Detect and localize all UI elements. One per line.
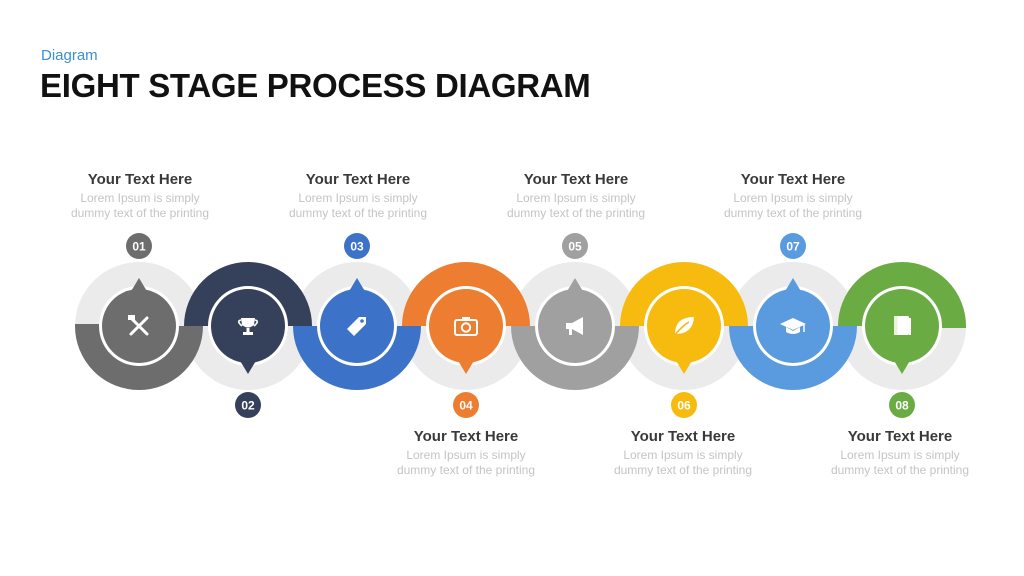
- stage-7-pointer: [784, 278, 802, 293]
- stage-4-badge: [453, 392, 479, 418]
- megaphone-icon: [566, 317, 583, 335]
- stage-1-badge: [126, 233, 152, 259]
- stage-8-badge: [889, 392, 915, 418]
- stage-3: 03: [318, 233, 396, 365]
- stage-1-number: 01: [132, 240, 146, 254]
- stage-4: 04: [427, 287, 505, 418]
- stage-4-text-line2: dummy text of the printing: [396, 463, 536, 477]
- book-icon: [894, 316, 911, 335]
- stage-2-badge: [235, 392, 261, 418]
- stage-1-heading: Your Text Here: [87, 171, 193, 188]
- stage-3-pointer: [348, 278, 366, 293]
- stage-4-heading: Your Text Here: [413, 428, 519, 445]
- stage-7-badge: [780, 233, 806, 259]
- stage-8-label: Your Text Here Lorem Ipsum is simply dum…: [810, 428, 990, 478]
- stage-8-heading: Your Text Here: [847, 428, 953, 445]
- stage-8-pointer: [893, 359, 911, 374]
- stage-3-text-line1: Lorem Ipsum is simply: [298, 191, 418, 205]
- trophy-icon: [237, 318, 259, 335]
- stage-8-arc: [838, 262, 966, 328]
- stage-6-number: 06: [677, 399, 691, 413]
- camera-icon: [454, 317, 478, 336]
- stage-7-label: Your Text Here Lorem Ipsum is simply dum…: [703, 171, 883, 221]
- stage-3-heading: Your Text Here: [305, 171, 411, 188]
- stage-1: 01: [100, 233, 178, 365]
- stage-8-number: 08: [895, 399, 909, 413]
- stage-6: 06: [645, 287, 723, 418]
- stage-5: 05: [536, 233, 614, 365]
- stage-4-pointer: [457, 359, 475, 374]
- stage-2: 02: [209, 287, 287, 418]
- stage-4-number: 04: [459, 399, 473, 413]
- stage-4-label: Your Text Here Lorem Ipsum is simply dum…: [376, 428, 556, 478]
- stage-6-badge: [671, 392, 697, 418]
- stage-8-text-line2: dummy text of the printing: [830, 463, 970, 477]
- page-title: EIGHT STAGE PROCESS DIAGRAM: [40, 67, 591, 104]
- stage-5-arc: [511, 325, 639, 390]
- stage-8-text-line1: Lorem Ipsum is simply: [840, 448, 960, 462]
- stage-6-text-line1: Lorem Ipsum is simply: [623, 448, 743, 462]
- stage-4-text-line1: Lorem Ipsum is simply: [406, 448, 526, 462]
- stage-3-arc: [293, 325, 421, 390]
- leaf-icon: [673, 317, 694, 337]
- stage-7-text-line1: Lorem Ipsum is simply: [733, 191, 853, 205]
- stage-7-text-line2: dummy text of the printing: [723, 206, 863, 220]
- graduation-cap-icon: [780, 318, 806, 334]
- stage-3-label: Your Text Here Lorem Ipsum is simply dum…: [268, 171, 448, 221]
- stage-5-heading: Your Text Here: [523, 171, 629, 188]
- stage-5-text-line2: dummy text of the printing: [506, 206, 646, 220]
- stage-1-arc: [75, 324, 203, 390]
- stage-5-text-line1: Lorem Ipsum is simply: [516, 191, 636, 205]
- stage-3-badge: [344, 233, 370, 259]
- stage-7: 07: [754, 233, 832, 365]
- stage-7-number: 07: [786, 240, 800, 254]
- stage-8: 08: [863, 287, 941, 418]
- stage-4-circle: [429, 289, 503, 363]
- stage-7-heading: Your Text Here: [740, 171, 846, 188]
- stage-5-label: Your Text Here Lorem Ipsum is simply dum…: [486, 171, 666, 221]
- stage-3-text-line2: dummy text of the printing: [288, 206, 428, 220]
- stage-6-label: Your Text Here Lorem Ipsum is simply dum…: [593, 428, 773, 478]
- stage-4-arc: [402, 262, 530, 327]
- stage-1-text-line1: Lorem Ipsum is simply: [80, 191, 200, 205]
- stage-1-text-line2: dummy text of the printing: [70, 206, 210, 220]
- stage-2-arc: [184, 262, 312, 327]
- stage-1-label: Your Text Here Lorem Ipsum is simply dum…: [50, 171, 230, 221]
- stage-6-heading: Your Text Here: [630, 428, 736, 445]
- stage-6-arc: [620, 262, 748, 327]
- stage-2-number: 02: [241, 399, 255, 413]
- stage-2-pointer: [239, 359, 257, 374]
- stage-5-number: 05: [568, 240, 582, 254]
- stage-7-arc: [729, 325, 857, 390]
- page-subtitle: Diagram: [41, 47, 98, 64]
- stage-6-pointer: [675, 359, 693, 374]
- stage-6-text-line2: dummy text of the printing: [613, 463, 753, 477]
- tag-icon: [347, 317, 366, 336]
- stage-5-pointer: [566, 278, 584, 293]
- tools-icon: [128, 315, 149, 336]
- stage-3-number: 03: [350, 240, 364, 254]
- stage-1-pointer: [130, 278, 148, 293]
- stage-5-badge: [562, 233, 588, 259]
